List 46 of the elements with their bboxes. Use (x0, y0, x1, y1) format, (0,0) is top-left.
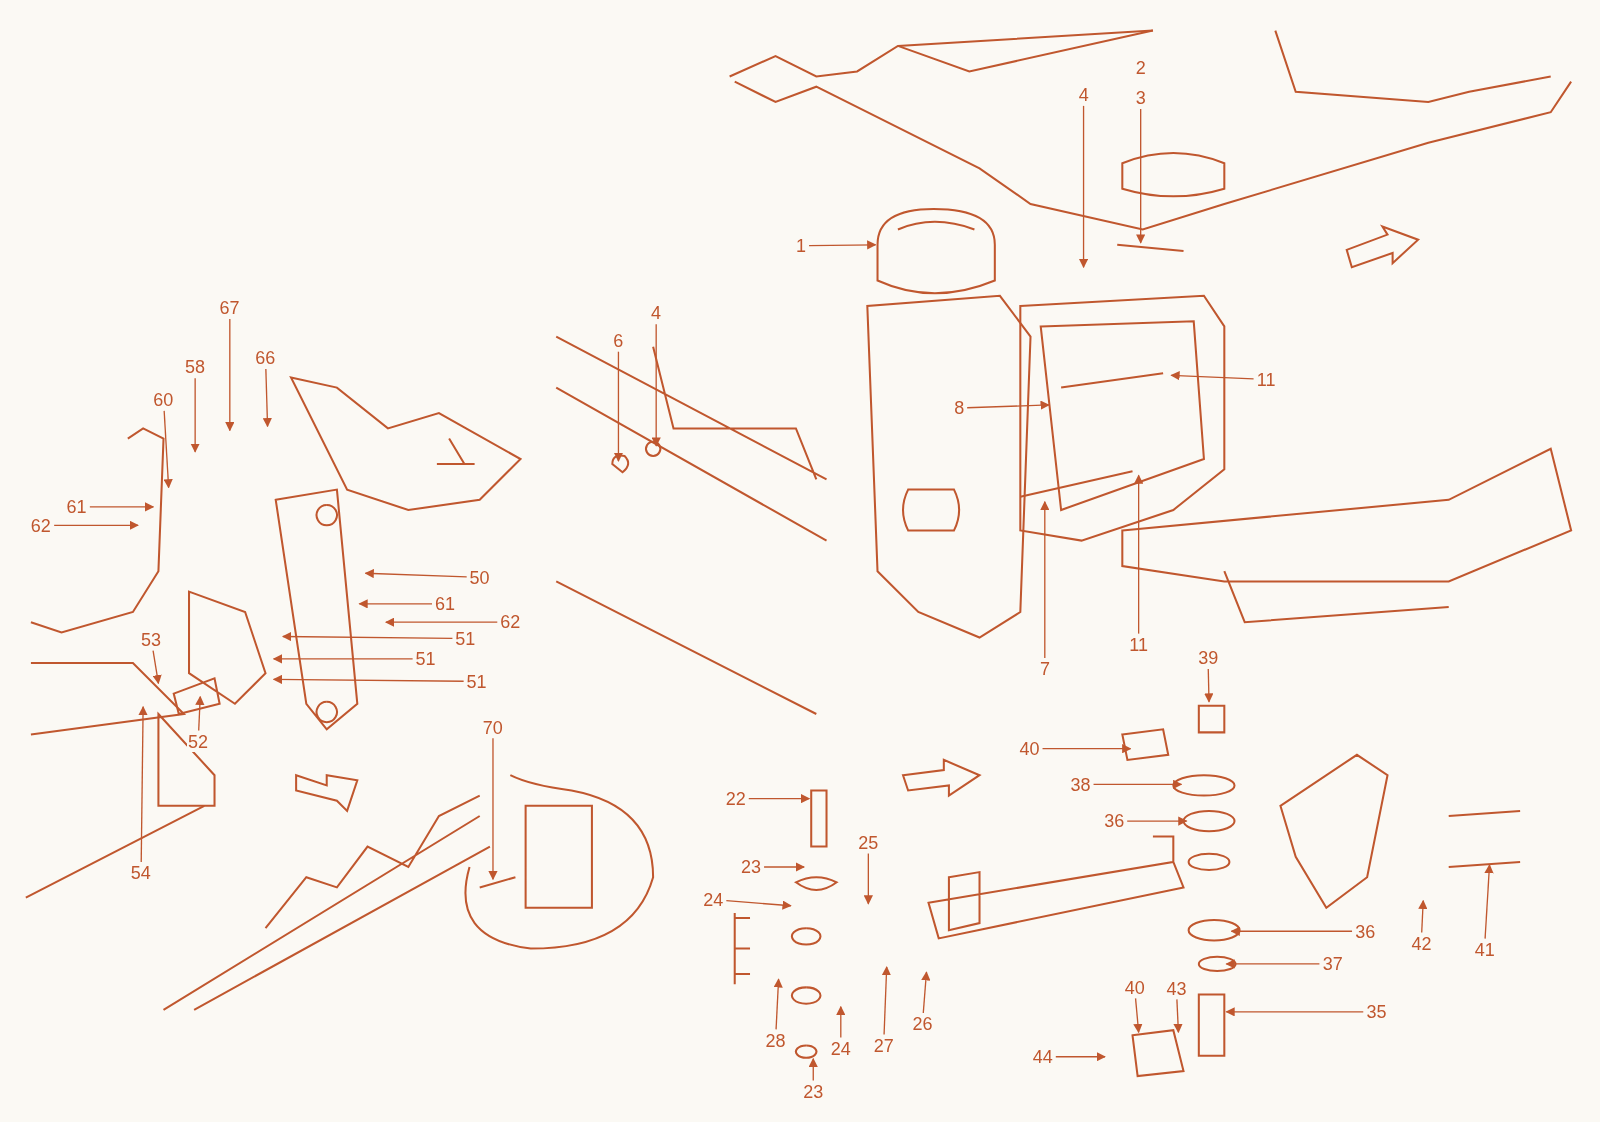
leader-line (808, 1057, 818, 1082)
leader-line (53, 520, 139, 530)
leader-line (358, 599, 433, 609)
leader-line (1204, 668, 1214, 703)
leader-line (966, 400, 1050, 410)
leader-line (748, 794, 811, 804)
leader-line (1040, 500, 1050, 659)
leader-line (1041, 744, 1132, 754)
leader-line (836, 1005, 846, 1039)
leader-line (1136, 108, 1146, 244)
leader-line (921, 971, 931, 1014)
leader-line (1170, 371, 1255, 381)
leader-line (808, 240, 877, 250)
leader-line (272, 654, 414, 664)
leader-line (613, 351, 624, 462)
leader-line (1126, 816, 1188, 826)
leader-line (773, 978, 783, 1031)
leader-line (1418, 899, 1428, 934)
leader-line (281, 631, 454, 642)
leader-line (1173, 998, 1183, 1034)
leader-line (1133, 997, 1143, 1034)
leader-line (1225, 959, 1321, 969)
leader-line (1484, 864, 1494, 940)
leader-line (1078, 105, 1089, 269)
leader-line (488, 737, 498, 881)
leader-line (863, 852, 873, 905)
leader-line (725, 900, 792, 910)
leader-line (1230, 926, 1353, 936)
leader-line (1225, 1007, 1364, 1017)
leader-line (364, 568, 468, 579)
leader-line (89, 502, 155, 512)
leader-line (163, 410, 173, 489)
leader-line (384, 617, 498, 627)
leader-line (651, 323, 661, 447)
leader-line (195, 695, 205, 732)
leader-line (763, 862, 805, 872)
leader-line (1134, 474, 1144, 635)
leader-line (262, 368, 272, 428)
leader-line (881, 966, 891, 1036)
leader-line (1092, 779, 1183, 789)
leader-line (272, 674, 465, 685)
leader-line (138, 705, 148, 863)
leader-line (1055, 1052, 1106, 1062)
leader-line (190, 377, 200, 453)
leader-line (152, 649, 162, 685)
leader-line (225, 318, 235, 432)
